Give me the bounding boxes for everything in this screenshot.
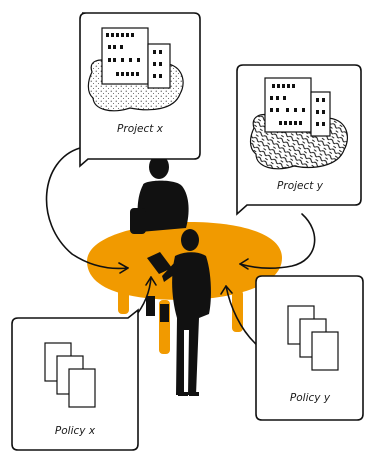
documents-icon [287,305,339,371]
connector-project-x [45,147,129,270]
connectors [45,147,316,347]
seated-person [130,155,189,322]
policy-x-label: Policy x [54,425,96,437]
building-icon [249,77,348,170]
documents-icon [44,342,96,408]
card-policy-x [11,308,139,451]
connector-project-y [239,213,316,269]
project-y-label: Project y [277,180,323,192]
connector-policy-y [225,285,259,347]
card-project-y [236,64,362,216]
project-x-label: Project x [117,123,163,135]
card-project-x [79,12,201,168]
policy-y-label: Policy y [289,392,331,404]
card-policy-y [255,275,364,421]
building-icon [87,27,184,112]
standing-person-with-tablet [147,229,211,396]
